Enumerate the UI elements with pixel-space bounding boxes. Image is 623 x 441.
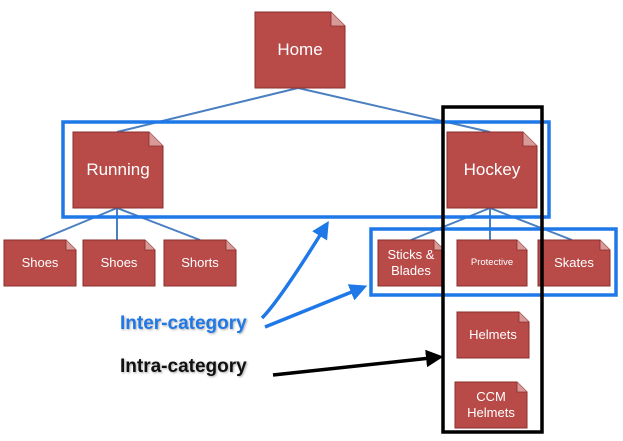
node-sticks-blades: Sticks & Blades [377, 239, 445, 287]
inter-category-frame-top [61, 120, 551, 219]
node-sticks-blades-label: Sticks & Blades [387, 247, 435, 278]
node-shoes-1-label: Shoes [21, 255, 59, 271]
node-hockey-label: Hockey [463, 159, 521, 179]
inter-category-frame-bottom [369, 227, 618, 297]
edge-home-running [116, 87, 299, 133]
node-helmets: Helmets [456, 311, 530, 359]
intra-arrow [272, 349, 444, 377]
inter-arrow-right [264, 284, 368, 329]
node-running: Running [72, 131, 164, 209]
node-shorts-label: Shorts [181, 255, 219, 271]
node-shoes-2: Shoes [82, 239, 156, 287]
node-shorts: Shorts [163, 239, 237, 287]
edge-hockey-sticks [410, 207, 491, 241]
edge-running-shoes-1 [39, 207, 118, 241]
inter-arrow-up [260, 221, 329, 320]
node-hockey: Hockey [446, 131, 538, 209]
node-protective: Protective [456, 239, 528, 287]
node-protective-label: Protective [470, 257, 514, 269]
node-ccm-helmets: CCM Helmets [454, 381, 528, 429]
node-skates-label: Skates [554, 255, 594, 271]
node-shoes-2-label: Shoes [100, 255, 138, 271]
intra-category-caption: Intra-category [120, 356, 247, 377]
edge-home-hockey [297, 87, 491, 133]
node-home: Home [254, 11, 346, 89]
inter-category-caption: Inter-category [120, 313, 247, 334]
node-ccm-helmets-label: CCM Helmets [467, 389, 515, 420]
node-skates: Skates [537, 239, 611, 287]
node-shoes-1: Shoes [3, 239, 77, 287]
node-running-label: Running [86, 159, 150, 179]
edge-hockey-skates [489, 207, 573, 241]
edge-running-shorts [116, 207, 201, 241]
node-home-label: Home [277, 39, 323, 59]
node-helmets-label: Helmets [469, 327, 517, 343]
intra-category-frame [441, 105, 544, 434]
